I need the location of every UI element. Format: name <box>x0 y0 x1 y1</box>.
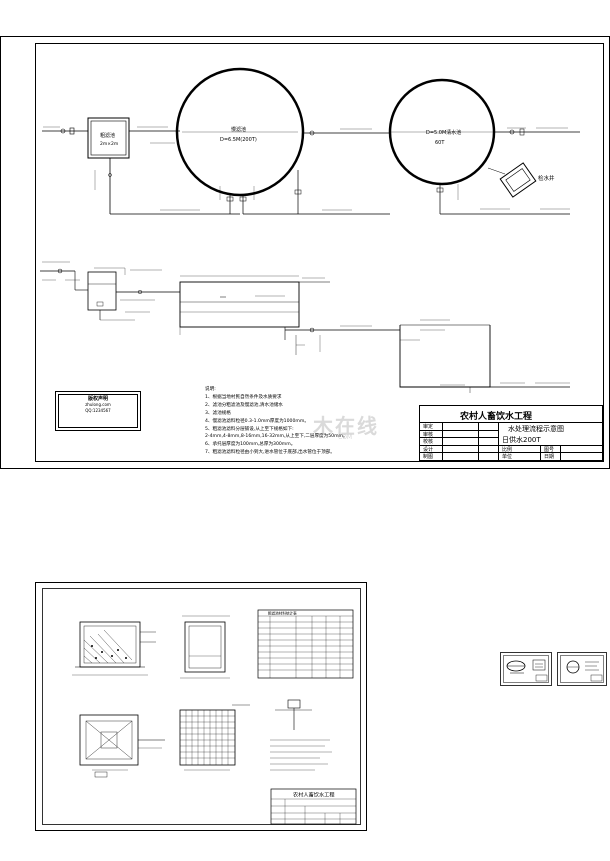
clear-tank-name: D=5.0M清水池 <box>426 129 461 136</box>
tb-scale-label: 比例 <box>502 447 513 453</box>
sheet-2-project-title: 农村人畜饮水工程 <box>293 791 335 799</box>
inspection-well-label: 检水井 <box>538 174 555 182</box>
note-2: 2、滤池分粗滤池及慢滤池,清水池储水 <box>205 402 283 408</box>
sheet-2: 农村人畜饮水工程 粗滤池材料统计表 <box>0 570 380 835</box>
note-4: 4、慢滤池滤料粒径0.3-1.0mm厚度为1000mm。 <box>205 418 309 424</box>
inspection-well-box <box>499 162 537 198</box>
tb-row-label-5: 制图 <box>423 454 434 460</box>
coarse-filter-outer <box>87 117 130 159</box>
watermark: 木在线 <box>313 414 379 438</box>
stamp-line-2: QQ:1234567 <box>85 407 111 413</box>
note-1: 1、根据当地村民自然条件及水质要求 <box>205 394 282 400</box>
sheet-2-inner-border <box>42 588 361 825</box>
stamp-line-1: zhulong.com <box>85 402 111 408</box>
thumbnail-drawing-1 <box>500 652 552 686</box>
tb-row-label-3: 校核 <box>423 439 434 445</box>
tb-drawing-no-label: 图号 <box>544 447 555 453</box>
coarse-filter-detail-drawing: 农村人畜饮水工程 粗滤池材料统计表 <box>35 582 367 831</box>
thumbnail-sheet-1 <box>500 652 552 686</box>
process-flow-diagram: 粗滤池 2m×2m 慢滤池 D=6.5M(200T) D=5.0M清水池 60T… <box>0 36 610 469</box>
thumbnail-drawing-2 <box>557 652 607 686</box>
notes-heading: 说明: <box>205 387 216 392</box>
coarse-filter-size: 2m×2m <box>100 141 118 147</box>
drawing-notes: 说明: 1、根据当地村民自然条件及水质要求 2、滤池分粗滤池及慢滤池,清水池储水… <box>205 386 348 457</box>
tb-row-label-1: 审定 <box>423 424 434 430</box>
tb-row-label-4: 设计 <box>423 447 434 453</box>
slow-filter-section <box>179 281 300 328</box>
tb-row-label-2: 审核 <box>423 432 434 438</box>
note-8: 7、粗滤池滤料粒径由小到大,进水管位于底部,出水管位于顶部。 <box>205 450 335 456</box>
coarse-filter-inner <box>90 120 127 156</box>
thumbnail-sheet-2 <box>557 652 607 686</box>
stamp-title: 版权声明 <box>87 396 108 402</box>
coarse-filter-section <box>87 271 117 311</box>
clear-tank-capacity: 60T <box>435 140 445 146</box>
coarse-filter-name: 粗滤池 <box>100 132 115 139</box>
note-7: 6、承托层厚度为100mm,总厚为300mm。 <box>205 442 296 448</box>
slow-filter-circle <box>175 67 305 197</box>
slow-filter-name: 慢滤池 <box>231 126 246 133</box>
title-block-sheet-1: 农村人畜饮水工程 审定 审核 校核 设计 制图 水处理流程示意图 日供水200T… <box>419 405 603 461</box>
daily-capacity: 日供水200T <box>502 436 541 444</box>
watermark-sub: COM <box>338 434 353 441</box>
drawing-title: 水处理流程示意图 <box>508 425 564 433</box>
sheet-2-outer-border <box>35 582 367 831</box>
note-6: 2-4mm,4-8mm,8-16mm,16-32mm,从上至下,二层厚度为50m… <box>205 434 348 440</box>
sheet-inner-border <box>35 43 604 462</box>
tb-unit-label: 单位 <box>502 454 513 460</box>
clear-water-tank-section <box>399 325 491 388</box>
slow-filter-size: D=6.5M(200T) <box>220 137 257 143</box>
sheet-2-table-title: 粗滤池材料统计表 <box>268 611 297 616</box>
note-3: 3、滤池规格 <box>205 410 231 416</box>
project-title: 农村人畜饮水工程 <box>460 412 533 422</box>
note-5: 5、粗滤池滤料分层铺设,从上至下规格如下: <box>205 426 294 432</box>
sheet-1: 粗滤池 2m×2m 慢滤池 D=6.5M(200T) D=5.0M清水池 60T… <box>0 36 610 469</box>
title-block-sheet-2 <box>270 788 357 825</box>
tb-date-label: 日期 <box>544 454 555 460</box>
copyright-stamp: 版权声明 zhulong.com QQ:1234567 <box>55 391 141 431</box>
